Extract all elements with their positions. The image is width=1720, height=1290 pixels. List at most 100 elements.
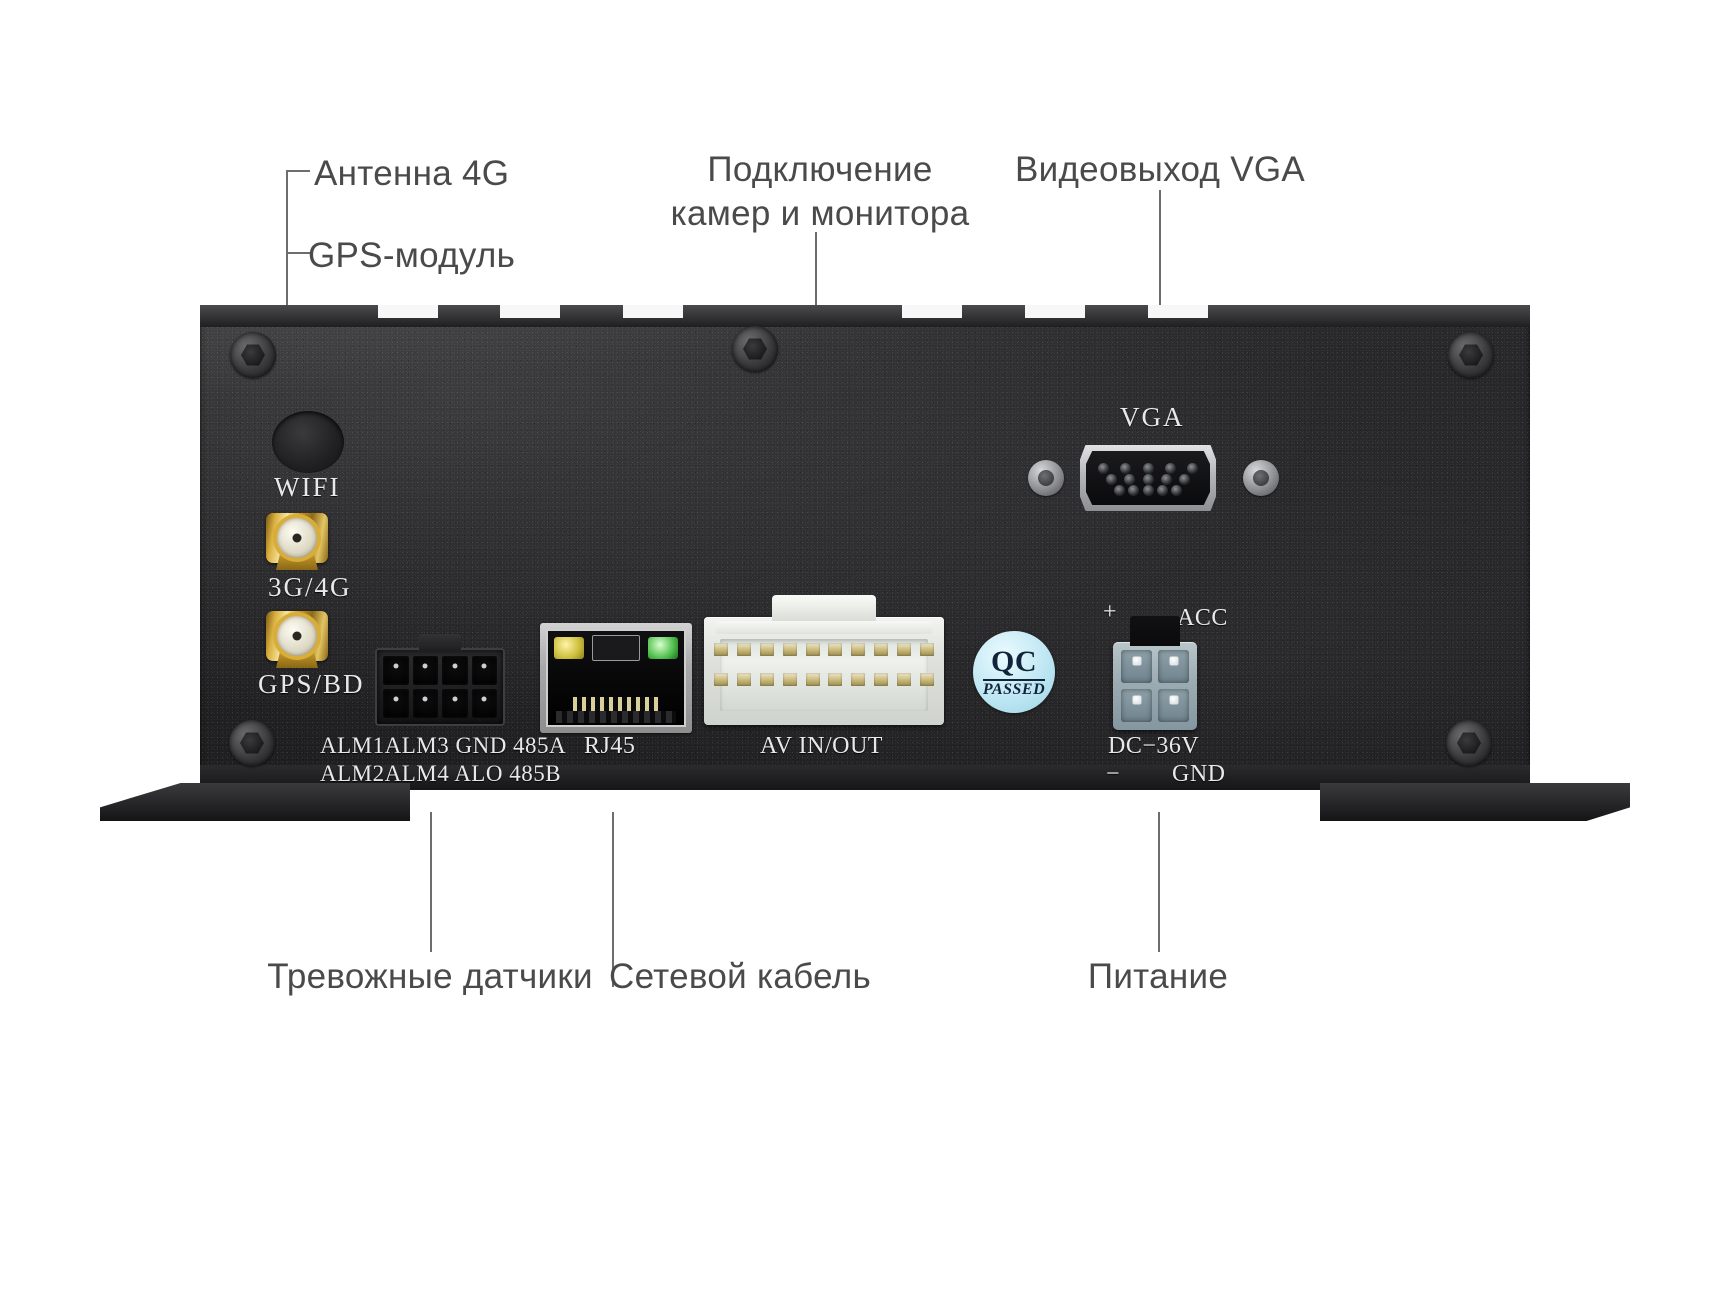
top-notch xyxy=(902,305,962,318)
alarm-pin-grid xyxy=(383,656,497,718)
connector-latch-tab xyxy=(419,634,461,652)
label-rj45: RJ45 xyxy=(584,733,636,759)
av-key-bridge xyxy=(716,621,932,634)
sma-nut xyxy=(276,553,318,570)
qc-passed-sticker: QC PASSED xyxy=(973,631,1055,713)
vga-pin xyxy=(1156,485,1168,496)
av-pin xyxy=(714,673,728,686)
av-pin xyxy=(919,673,934,686)
callout-alarm-sensors: Тревожные датчики xyxy=(267,957,593,996)
alarm-pin xyxy=(412,656,438,685)
rj45-bottom-teeth xyxy=(556,711,676,723)
av-pin xyxy=(851,643,866,656)
leader-video-out-vga xyxy=(1159,190,1161,308)
vga-pin-row-3 xyxy=(1098,485,1198,496)
label-power-minus: − xyxy=(1106,761,1121,787)
alarm-pin xyxy=(442,689,468,718)
av-pin xyxy=(828,673,843,686)
callout-video-out-vga: Видеовыход VGA xyxy=(1014,150,1306,189)
vga-pin xyxy=(1106,474,1117,485)
leader-antenna-4g-horizontal xyxy=(286,170,310,172)
av-pin xyxy=(851,673,866,686)
av-latch-tab xyxy=(772,595,876,621)
av-pin xyxy=(828,643,843,656)
vga-pin xyxy=(1142,463,1154,474)
label-alarm-row-2: ALM2ALM4 ALO 485B xyxy=(320,761,562,786)
qc-divider xyxy=(983,678,1045,681)
av-pin xyxy=(805,643,820,656)
alarm-pin xyxy=(383,656,409,685)
av-in-out-connector xyxy=(704,595,944,725)
power-pin xyxy=(1158,689,1189,722)
vga-pin xyxy=(1128,485,1140,496)
callout-gps-module: GPS-модуль xyxy=(308,236,516,275)
hex-screw-top-left xyxy=(230,332,276,378)
av-pin xyxy=(874,673,889,686)
vga-pin xyxy=(1142,485,1154,496)
vga-pin-row-1 xyxy=(1098,463,1198,474)
label-vga: VGA xyxy=(1120,402,1185,432)
av-pin-row-top xyxy=(714,643,934,657)
label-wifi: WIFI xyxy=(274,472,341,502)
vga-pin xyxy=(1187,463,1198,474)
vga-pin xyxy=(1179,474,1190,485)
label-alarm-row-1: ALM1ALM3 GND 485A xyxy=(320,733,567,758)
sma-connector-wifi xyxy=(258,507,336,570)
leader-gps-module-horizontal xyxy=(286,252,310,254)
qc-sub-text: PASSED xyxy=(982,680,1046,698)
leader-cameras-monitor xyxy=(815,232,817,308)
vga-pin xyxy=(1124,474,1136,485)
alarm-pin xyxy=(412,689,438,718)
vga-pin-holes xyxy=(1098,463,1198,496)
av-pin xyxy=(897,643,911,656)
hex-screw-top-right xyxy=(1448,332,1494,378)
av-pin xyxy=(782,643,797,656)
sma-connector-cellular xyxy=(258,605,336,668)
av-pin-row-bottom xyxy=(714,673,934,687)
leader-antenna-bracket-vertical xyxy=(286,170,288,308)
mounting-foot-right xyxy=(1320,783,1630,821)
label-gps-bd: GPS/BD xyxy=(258,669,365,699)
rj45-led-green xyxy=(648,637,678,659)
av-pin xyxy=(805,673,820,686)
power-latch-tab xyxy=(1130,616,1180,646)
av-pin xyxy=(736,673,751,686)
av-pin xyxy=(714,643,728,656)
power-pin-grid xyxy=(1121,650,1189,722)
vga-pin xyxy=(1098,463,1109,474)
label-av-in-out: AV IN/OUT xyxy=(760,733,883,759)
qc-main-text: QC xyxy=(991,644,1037,678)
power-connector-4pin xyxy=(1113,616,1197,730)
vga-pin xyxy=(1171,485,1182,496)
top-notch xyxy=(1025,305,1085,318)
mounting-foot-left xyxy=(100,783,410,821)
rj45-led-amber xyxy=(554,637,584,659)
hex-screw-bottom-right xyxy=(1446,720,1492,766)
vga-pin-row-2 xyxy=(1098,474,1198,485)
av-pin xyxy=(736,643,751,656)
power-pin xyxy=(1121,689,1152,722)
alarm-pin xyxy=(471,656,497,685)
av-pin xyxy=(897,673,911,686)
label-power-acc: ACC xyxy=(1177,605,1228,631)
vga-pin xyxy=(1120,463,1132,474)
hex-screw-top-center xyxy=(732,326,778,372)
top-notch xyxy=(623,305,683,318)
alarm-pin xyxy=(471,689,497,718)
hex-screw-bottom-left xyxy=(229,720,275,766)
top-notch xyxy=(500,305,560,318)
alarm-pin xyxy=(442,656,468,685)
leader-network-cable xyxy=(612,812,614,987)
sma-center-pin xyxy=(292,631,302,641)
callout-power: Питание xyxy=(1087,957,1229,996)
dvr-device-rear-panel: WIFI 3G/4G GPS/BD xyxy=(100,305,1630,821)
label-power-gnd: GND xyxy=(1172,761,1226,787)
blank-mount-hole xyxy=(272,411,344,473)
vga-pin xyxy=(1160,474,1172,485)
callout-cameras-monitor: Подключение камер и монитора xyxy=(670,150,970,233)
vga-pin xyxy=(1114,485,1125,496)
label-3g-4g: 3G/4G xyxy=(268,572,352,602)
label-power-plus: + xyxy=(1103,599,1118,625)
av-pin xyxy=(782,673,797,686)
power-pin xyxy=(1121,650,1152,683)
